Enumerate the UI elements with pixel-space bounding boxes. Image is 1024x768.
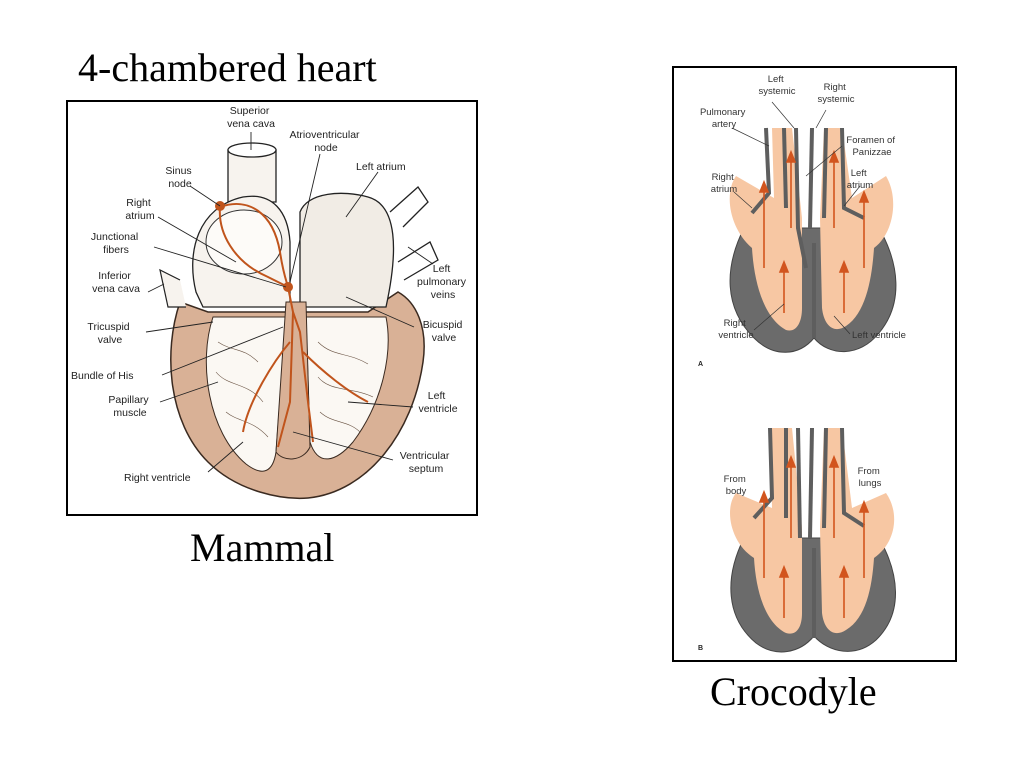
right-atrium-interior	[205, 209, 283, 275]
croc-a-left-side-blood	[820, 128, 894, 330]
label-inferior-vena-cava: Inferior vena cava	[92, 270, 140, 295]
croc-b-vessel-walls	[752, 427, 866, 638]
slide-title: 4-chambered heart	[78, 45, 377, 90]
label-left-ventricle: Left ventricle	[418, 390, 457, 415]
label-superior-vena-cava: Superior vena cava	[227, 105, 275, 130]
croc-figure-b-letter: B	[698, 645, 703, 652]
croc-b-label-from-lungs: From lungs	[858, 466, 883, 489]
mammal-caption: Mammal	[190, 525, 335, 570]
croc-a-label-left-atrium: Left atrium	[847, 168, 873, 191]
conduction-system	[218, 203, 369, 448]
croc-a-leader-lines	[731, 101, 861, 335]
left-atrium-chamber	[299, 192, 395, 308]
croc-a-label-right-ventricle: Right ventricle	[718, 318, 753, 341]
label-left-atrium: Left atrium	[356, 161, 406, 173]
superior-vena-cava-opening	[227, 142, 277, 158]
inferior-vena-cava-shape	[159, 268, 186, 308]
label-papillary-muscle: Papillary muscle	[108, 394, 151, 419]
label-junctional-fibers: Junctional fibers	[91, 231, 141, 256]
mammal-heart-panel: Superior vena cava Atrioventricular node…	[66, 100, 478, 516]
left-pulmonary-veins-shape	[389, 186, 439, 281]
croc-b-label-from-body: From body	[724, 474, 749, 497]
croc-figure-a: Left systemic Right systemic Pulmonary a…	[698, 74, 906, 368]
croc-b-flow-arrows	[758, 454, 870, 618]
superior-vena-cava-shape	[227, 149, 277, 203]
label-left-pulmonary-veins: Left pulmonary veins	[417, 263, 469, 301]
croc-a-flow-arrows	[758, 149, 870, 313]
croc-figure-a-letter: A	[698, 361, 703, 368]
av-node-marker	[283, 282, 293, 292]
crocodile-caption: Crocodyle	[710, 669, 877, 714]
croc-figure-b: From body From lungs B	[698, 427, 896, 653]
croc-a-label-left-systemic: Left systemic	[759, 74, 796, 97]
label-bundle-of-his: Bundle of His	[71, 370, 133, 382]
croc-a-label-left-ventricle: Left ventricle	[852, 330, 906, 341]
croc-b-left-side-blood	[820, 428, 895, 634]
label-bicuspid-valve: Bicuspid valve	[423, 319, 466, 344]
label-right-atrium: Right atrium	[125, 197, 154, 222]
label-ventricular-septum: Ventricular septum	[400, 450, 453, 475]
croc-a-label-foramen-of-panizzae: Foramen of Panizzae	[846, 135, 897, 158]
crocodile-heart-panel: Left systemic Right systemic Pulmonary a…	[672, 66, 957, 662]
label-sinus-node: Sinus node	[165, 165, 194, 190]
mammal-heart-diagram: Superior vena cava Atrioventricular node…	[71, 105, 469, 500]
croc-a-label-pulmonary-artery: Pulmonary artery	[700, 107, 748, 130]
left-ventricle-cavity	[305, 316, 389, 460]
mammal-leader-lines	[145, 132, 434, 473]
croc-a-label-right-atrium: Right atrium	[711, 172, 737, 195]
label-right-ventricle: Right ventricle	[124, 472, 191, 484]
label-atrioventricular-node: Atrioventricular node	[290, 129, 363, 154]
label-tricuspid-valve: Tricuspid valve	[87, 321, 132, 346]
croc-a-label-right-systemic: Right systemic	[818, 82, 855, 105]
crocodile-heart-diagram: Left systemic Right systemic Pulmonary a…	[698, 74, 906, 653]
croc-a-vessel-walls	[750, 127, 865, 338]
